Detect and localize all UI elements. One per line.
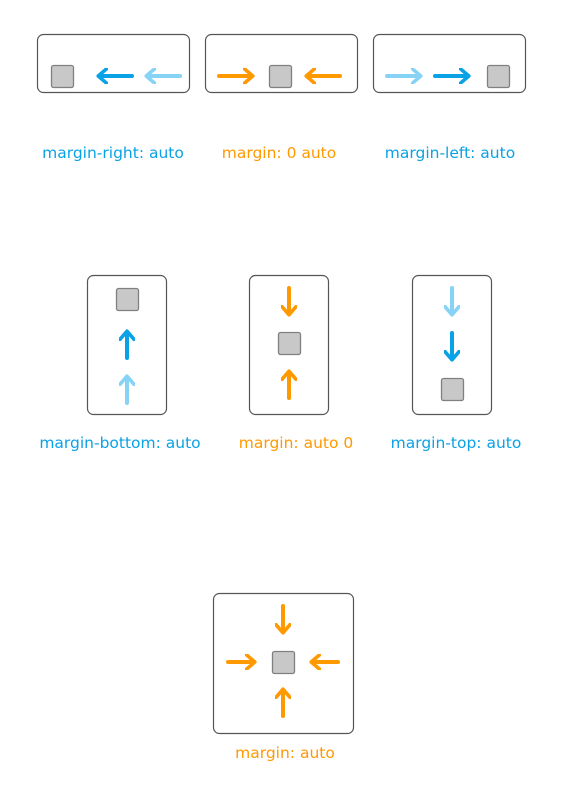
element-square [50,64,75,89]
panel-margin-auto [212,592,355,735]
label-margin-auto-0: margin: auto 0 [239,434,354,452]
label-margin-right-auto: margin-right: auto [42,144,184,162]
panel-margin-right-auto [36,33,191,94]
label-margin-bottom-auto: margin-bottom: auto [39,434,200,452]
element-square [271,650,296,675]
element-square [277,331,302,356]
label-margin-auto: margin: auto [235,744,335,762]
panel-margin-left-auto [372,33,527,94]
element-square [115,287,140,312]
element-square [440,377,465,402]
label-margin-left-auto: margin-left: auto [385,144,515,162]
label-margin-top-auto: margin-top: auto [391,434,522,452]
panel-margin-auto-0 [248,274,330,416]
panel-margin-top-auto [411,274,493,416]
element-square [268,64,293,89]
panel-margin-0-auto [204,33,359,94]
element-square [486,64,511,89]
panel-margin-bottom-auto [86,274,168,416]
label-margin-0-auto: margin: 0 auto [222,144,337,162]
